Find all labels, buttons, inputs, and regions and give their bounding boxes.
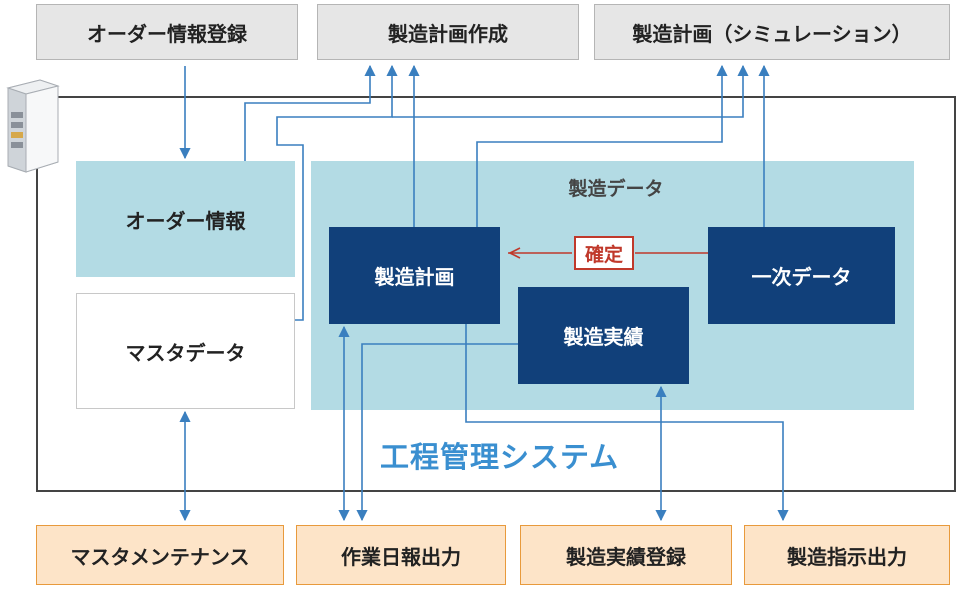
order-entry-label: オーダー情報登録 bbox=[87, 21, 247, 46]
work-report-output-box: 作業日報出力 bbox=[296, 525, 506, 585]
primary-data-box: 一次データ bbox=[708, 227, 895, 324]
server-icon bbox=[6, 79, 60, 173]
instruction-output-label: 製造指示出力 bbox=[787, 544, 907, 569]
order-entry-box: オーダー情報登録 bbox=[36, 4, 298, 60]
plan-simulation-box: 製造計画（シミュレーション） bbox=[594, 4, 950, 60]
confirm-label: 確定 bbox=[584, 243, 623, 266]
arrow-plan-to-instruction bbox=[465, 324, 789, 522]
arrow-master-to-plan-creation bbox=[276, 64, 398, 321]
plan-simulation-label: 製造計画（シミュレーション） bbox=[632, 21, 912, 46]
master-data-label: マスタデータ bbox=[125, 340, 246, 365]
results-label: 製造実績 bbox=[563, 325, 644, 349]
results-box: 製造実績 bbox=[518, 287, 689, 384]
plan-box: 製造計画 bbox=[329, 227, 500, 324]
arrow-plan-to-simulation bbox=[476, 64, 728, 227]
primary-data-label: 一次データ bbox=[751, 265, 852, 289]
master-data-box: マスタデータ bbox=[76, 293, 295, 409]
arrow-results-to-work-report bbox=[356, 343, 518, 522]
confirm-label-box: 確定 bbox=[574, 236, 634, 270]
results-entry-box: 製造実績登録 bbox=[520, 525, 732, 585]
arrow-order-to-simulation bbox=[392, 64, 749, 118]
system-title: 工程管理システム bbox=[380, 440, 620, 474]
work-report-output-label: 作業日報出力 bbox=[341, 544, 461, 569]
manufacturing-data-title: 製造データ bbox=[568, 178, 664, 200]
order-info-label: オーダー情報 bbox=[125, 208, 246, 233]
plan-creation-label: 製造計画作成 bbox=[388, 21, 508, 46]
master-maintenance-label: マスタメンテナンス bbox=[70, 544, 250, 569]
plan-label: 製造計画 bbox=[374, 265, 455, 289]
results-entry-label: 製造実績登録 bbox=[566, 544, 686, 569]
instruction-output-box: 製造指示出力 bbox=[744, 525, 950, 585]
arrow-order-info-to-plan-creation bbox=[244, 64, 376, 161]
plan-creation-box: 製造計画作成 bbox=[317, 4, 579, 60]
master-maintenance-box: マスタメンテナンス bbox=[36, 525, 284, 585]
order-info-box: オーダー情報 bbox=[76, 161, 295, 277]
